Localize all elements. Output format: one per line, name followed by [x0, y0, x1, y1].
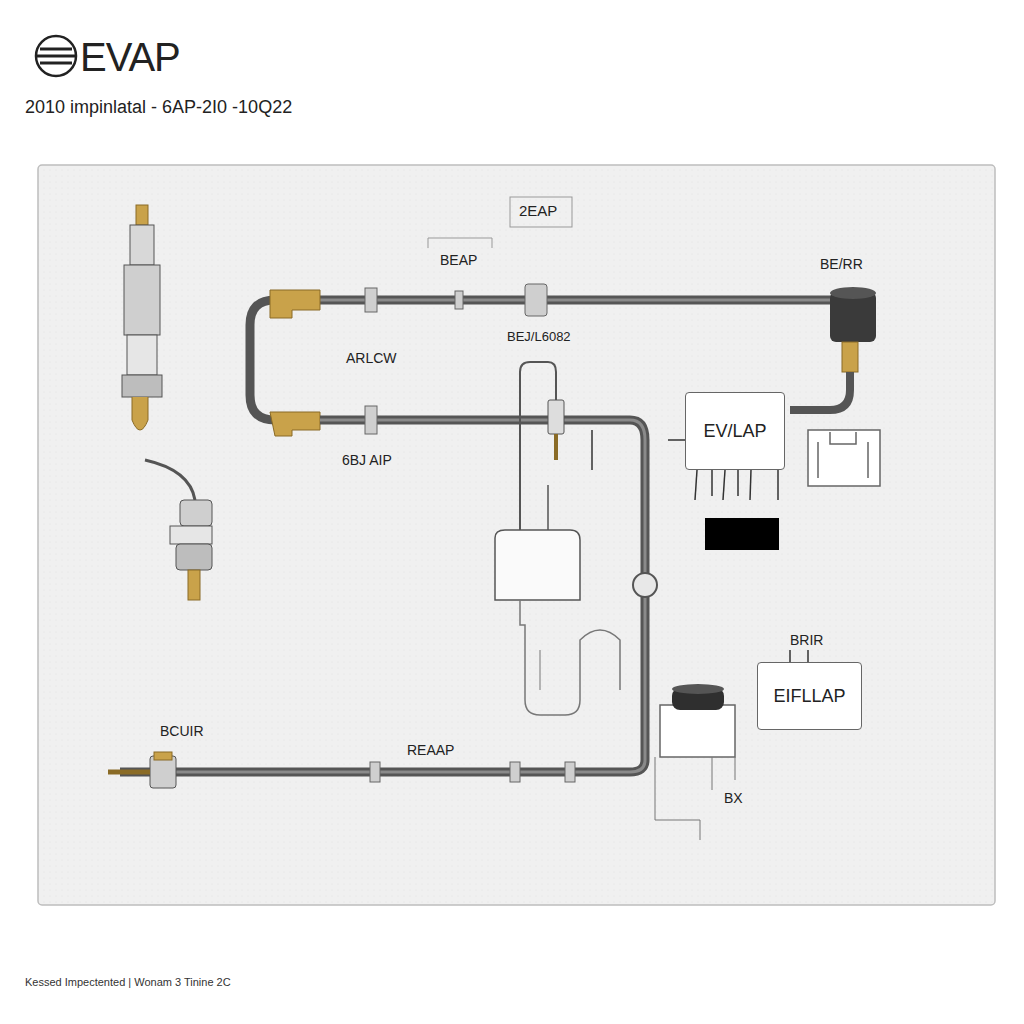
part-label: BEJ/L6082	[505, 330, 573, 345]
box-label: EV/LAP	[703, 421, 766, 442]
part-label: BX	[722, 790, 745, 806]
part-label: BE/RR	[818, 256, 865, 272]
part-label: BEAP	[438, 252, 479, 268]
part-label: 2EAP	[517, 202, 559, 219]
part-label: REAAP	[405, 742, 456, 758]
footer-caption: Kessed Impectented | Wonam 3 Tinine 2C	[25, 976, 231, 989]
component-box: EIFLLAP	[757, 662, 862, 730]
component-box: EV/LAP	[685, 392, 785, 470]
part-label: BRIR	[788, 632, 825, 648]
logo-title: EVAP	[80, 34, 180, 80]
part-label: 6BJ AIP	[340, 452, 394, 468]
box-label: EIFLLAP	[773, 686, 845, 707]
part-label: ARLCW	[344, 350, 399, 366]
part-label: BCUIR	[158, 723, 206, 739]
subtitle: 2010 impinlatal - 6AP-2I0 -10Q22	[25, 97, 292, 118]
